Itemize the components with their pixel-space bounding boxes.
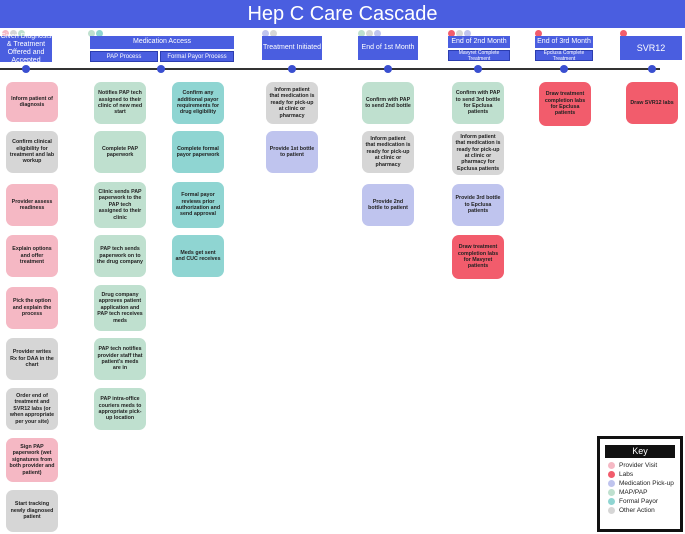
step-card: Confirm any additional payor requirement… — [172, 82, 224, 124]
step-card: Confirm with PAP to send 2nd bottle — [362, 82, 414, 124]
timeline-dot — [157, 65, 165, 73]
step-card: Provide 3rd bottle to Epclusa patients — [452, 184, 504, 226]
legend-item: Labs — [608, 471, 680, 478]
step-card: Draw SVR12 labs — [626, 82, 678, 124]
step-card: Inform patient that medication is ready … — [266, 82, 318, 124]
step-card: Order end of treatment and SVR12 labs (o… — [6, 388, 58, 430]
category-dots — [262, 30, 277, 37]
category-dots — [2, 30, 25, 37]
header-end-3rd-month: End of 3rd Month — [535, 36, 593, 48]
category-dots — [448, 30, 471, 37]
step-card: Draw treatment completion labs for Mavyr… — [452, 235, 504, 279]
step-card: Confirm clinical eligibility for treatme… — [6, 131, 58, 173]
step-card: Inform patient of diagnosis — [6, 82, 58, 122]
step-card: Drug company approves patient applicatio… — [94, 285, 146, 331]
header-treatment-initiated: Treatment Initiated — [262, 36, 322, 60]
step-card: Provide 1st bottle to patient — [266, 131, 318, 173]
step-card: Complete PAP paperwork — [94, 131, 146, 173]
category-dots — [535, 30, 542, 37]
legend-item: Formal Payor — [608, 498, 680, 505]
legend-key: Key Provider Visit Labs Medication Pick-… — [597, 436, 683, 532]
legend-item: Other Action — [608, 507, 680, 514]
timeline-dot — [474, 65, 482, 73]
step-card: Inform patient that medication is ready … — [362, 131, 414, 173]
header-diagnosis: Given Diagnosis & Treatment Offered and … — [0, 32, 52, 65]
step-card: PAP tech sends paperwork on to the drug … — [94, 235, 146, 277]
step-card: Provider writes Rx for DAA in the chart — [6, 338, 58, 380]
legend-item: Medication Pick-up — [608, 480, 680, 487]
step-card: Confirm with PAP to send 3rd bottle for … — [452, 82, 504, 124]
step-card: Explain options and offer treatment — [6, 235, 58, 277]
timeline-line — [0, 68, 660, 70]
timeline-dot — [560, 65, 568, 73]
step-card: Provide 2nd bottle to patient — [362, 184, 414, 226]
step-card: Notifies PAP tech assigned to their clin… — [94, 82, 146, 124]
timeline-dot — [288, 65, 296, 73]
legend-item: MAP/PAP — [608, 489, 680, 496]
subheader-pap: PAP Process — [90, 51, 158, 62]
step-card: Formal payor reviews prior authorization… — [172, 182, 224, 228]
step-card: Inform patient that medication is ready … — [452, 131, 504, 175]
header-end-2nd-month: End of 2nd Month — [448, 36, 510, 48]
step-card: Draw treatment completion labs for Epclu… — [539, 82, 591, 126]
subheader-mavyret: Mavyret Complete Treatment — [448, 50, 510, 62]
legend-item: Provider Visit — [608, 462, 680, 469]
category-dots — [620, 30, 627, 37]
timeline-dot — [22, 65, 30, 73]
step-card: PAP intra-office couriers meds to approp… — [94, 388, 146, 430]
step-card: Sign PAP paperwork (wet signatures from … — [6, 438, 58, 482]
step-card: Clinic sends PAP paperwork to the PAP te… — [94, 182, 146, 228]
step-card: Pick the option and explain the process — [6, 287, 58, 329]
subheader-epclusa: Epclusa Complete Treatment — [535, 50, 593, 62]
step-card: PAP tech notifies provider staff that pa… — [94, 338, 146, 380]
step-card: Provider assess readiness — [6, 184, 58, 226]
category-dots — [358, 30, 381, 37]
step-card: Start tracking newly diagnosed patient — [6, 490, 58, 532]
header-end-1st-month: End of 1st Month — [358, 36, 418, 60]
step-card: Meds get sent and CUC receives — [172, 235, 224, 277]
step-card: Complete formal payor paperwork — [172, 131, 224, 173]
page-title: Hep C Care Cascade — [0, 0, 685, 28]
header-medication-access: Medication Access — [90, 36, 234, 49]
legend-title: Key — [605, 445, 675, 458]
timeline-dot — [648, 65, 656, 73]
timeline-dot — [384, 65, 392, 73]
category-dots — [88, 30, 103, 37]
subheader-formal-payor: Formal Payor Process — [160, 51, 234, 62]
header-svr12: SVR12 — [620, 36, 682, 60]
